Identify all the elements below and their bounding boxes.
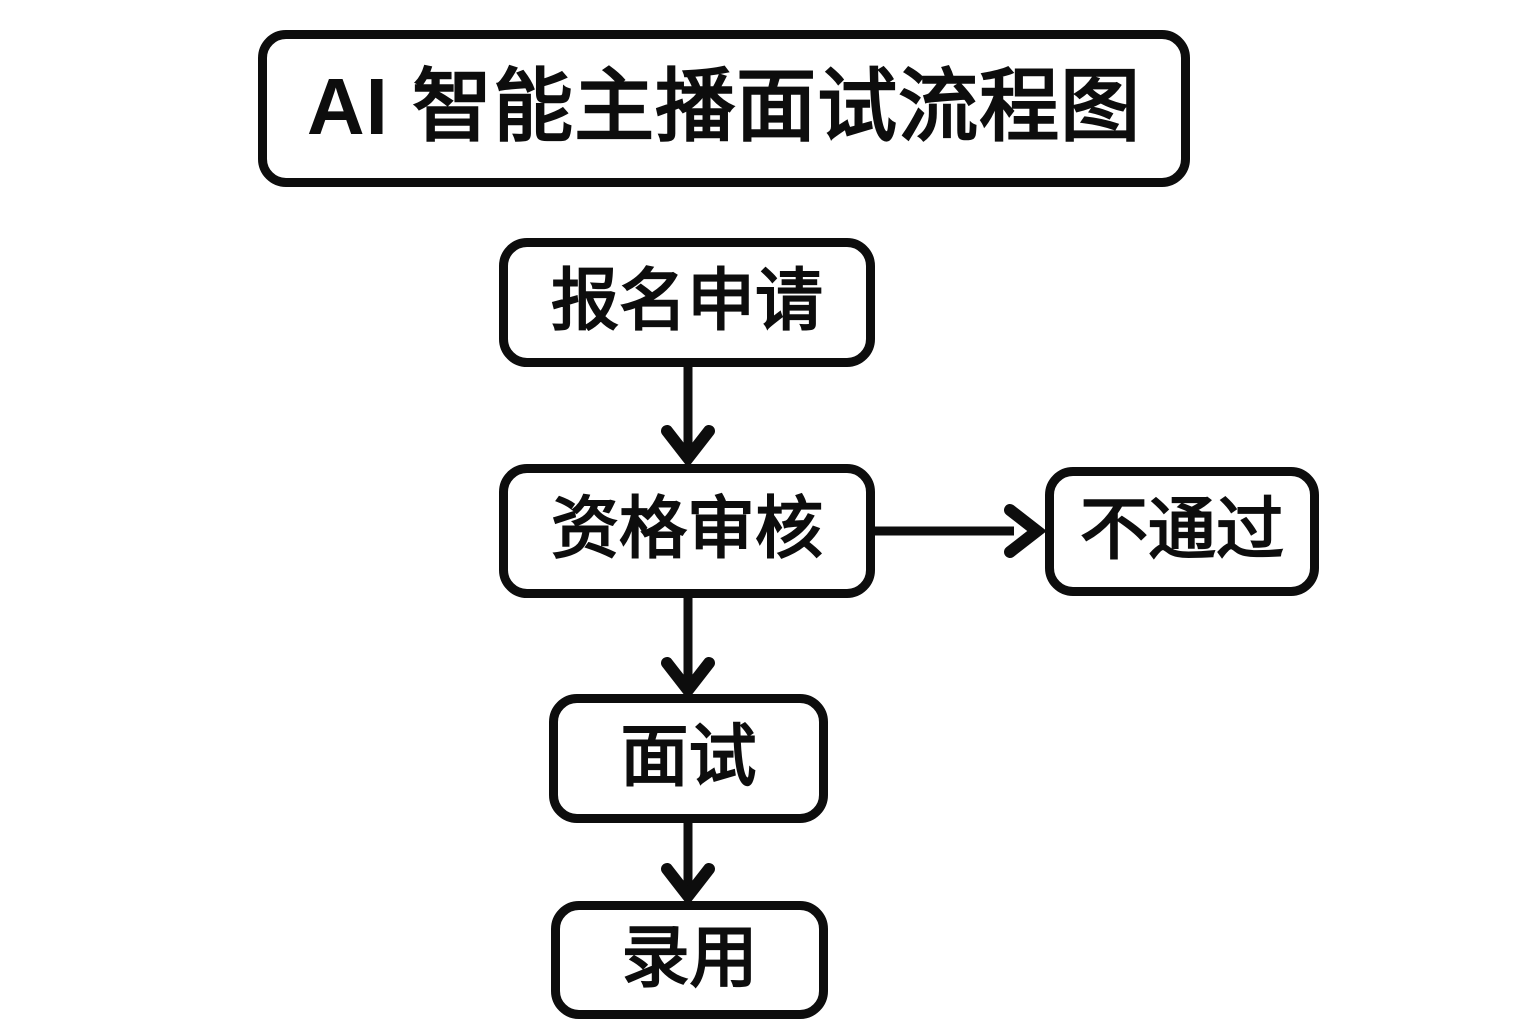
arrow-interview-to-hire <box>661 822 715 906</box>
arrow-apply-to-review <box>661 366 715 468</box>
node-interview: 面试 <box>549 694 828 823</box>
node-review: 资格审核 <box>499 464 875 598</box>
node-apply-label: 报名申请 <box>550 262 823 339</box>
arrow-review-to-reject <box>874 504 1047 558</box>
node-hire-label: 录用 <box>621 920 758 996</box>
node-apply: 报名申请 <box>499 238 875 367</box>
node-reject: 不通过 <box>1045 467 1319 596</box>
node-review-label: 资格审核 <box>550 491 823 567</box>
node-interview-label: 面试 <box>620 718 757 795</box>
arrow-review-to-interview <box>661 597 715 700</box>
flowchart-title: AI 智能主播面试流程图 <box>306 61 1142 151</box>
node-hire: 录用 <box>551 901 828 1019</box>
flowchart-title-box: AI 智能主播面试流程图 <box>258 30 1190 187</box>
node-reject-label: 不通过 <box>1079 491 1284 568</box>
